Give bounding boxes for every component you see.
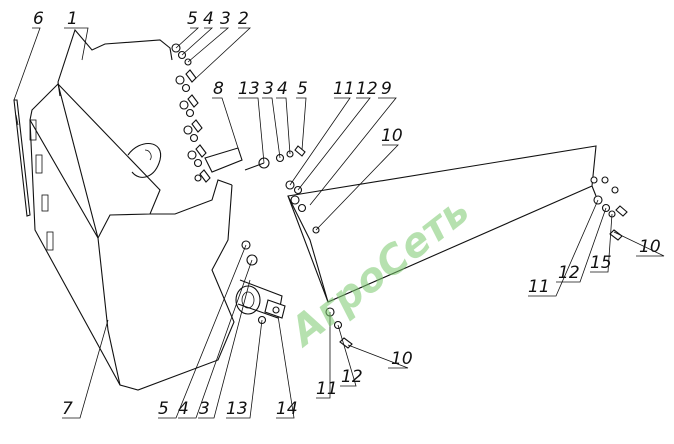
callout-12: 12 <box>558 263 580 283</box>
callout-5: 5 <box>297 79 308 99</box>
part-chute <box>287 145 598 303</box>
leader-lines <box>13 27 665 419</box>
part-bracket-14 <box>235 240 286 325</box>
callout-5: 5 <box>158 399 169 419</box>
callout-5: 5 <box>187 9 198 29</box>
callout-labels: 6 1 5 4 3 2 8 13 3 4 5 11 12 9 10 10 11 … <box>33 9 661 419</box>
callout-4: 4 <box>203 9 214 29</box>
callout-10: 10 <box>639 237 661 257</box>
fastener-column-left <box>171 43 211 183</box>
callout-14: 14 <box>276 399 298 419</box>
callout-4: 4 <box>277 79 288 99</box>
watermark-text: АгроСеть <box>280 187 478 356</box>
callout-12: 12 <box>341 367 363 387</box>
callout-1: 1 <box>67 9 78 29</box>
callout-11: 11 <box>333 79 355 99</box>
callout-13: 13 <box>238 79 260 99</box>
callout-3: 3 <box>199 399 210 419</box>
callout-12: 12 <box>356 79 378 99</box>
part-cover-1 <box>57 28 173 97</box>
part-strip-6 <box>13 99 31 217</box>
callout-13: 13 <box>226 399 248 419</box>
callout-9: 9 <box>381 79 392 99</box>
callout-11: 11 <box>316 379 338 399</box>
part-housing-7 <box>29 83 243 391</box>
callout-11: 11 <box>528 277 550 297</box>
callout-15: 15 <box>590 253 612 273</box>
callout-2: 2 <box>238 9 249 29</box>
callout-10: 10 <box>381 126 403 146</box>
fastener-chute-left <box>244 145 306 195</box>
callout-3: 3 <box>263 79 274 99</box>
callout-10: 10 <box>391 349 413 369</box>
callout-3: 3 <box>220 9 231 29</box>
callout-7: 7 <box>62 399 73 419</box>
callout-8: 8 <box>213 79 224 99</box>
callout-6: 6 <box>33 9 44 29</box>
callout-4: 4 <box>178 399 189 419</box>
fastener-chute-right <box>593 176 628 241</box>
